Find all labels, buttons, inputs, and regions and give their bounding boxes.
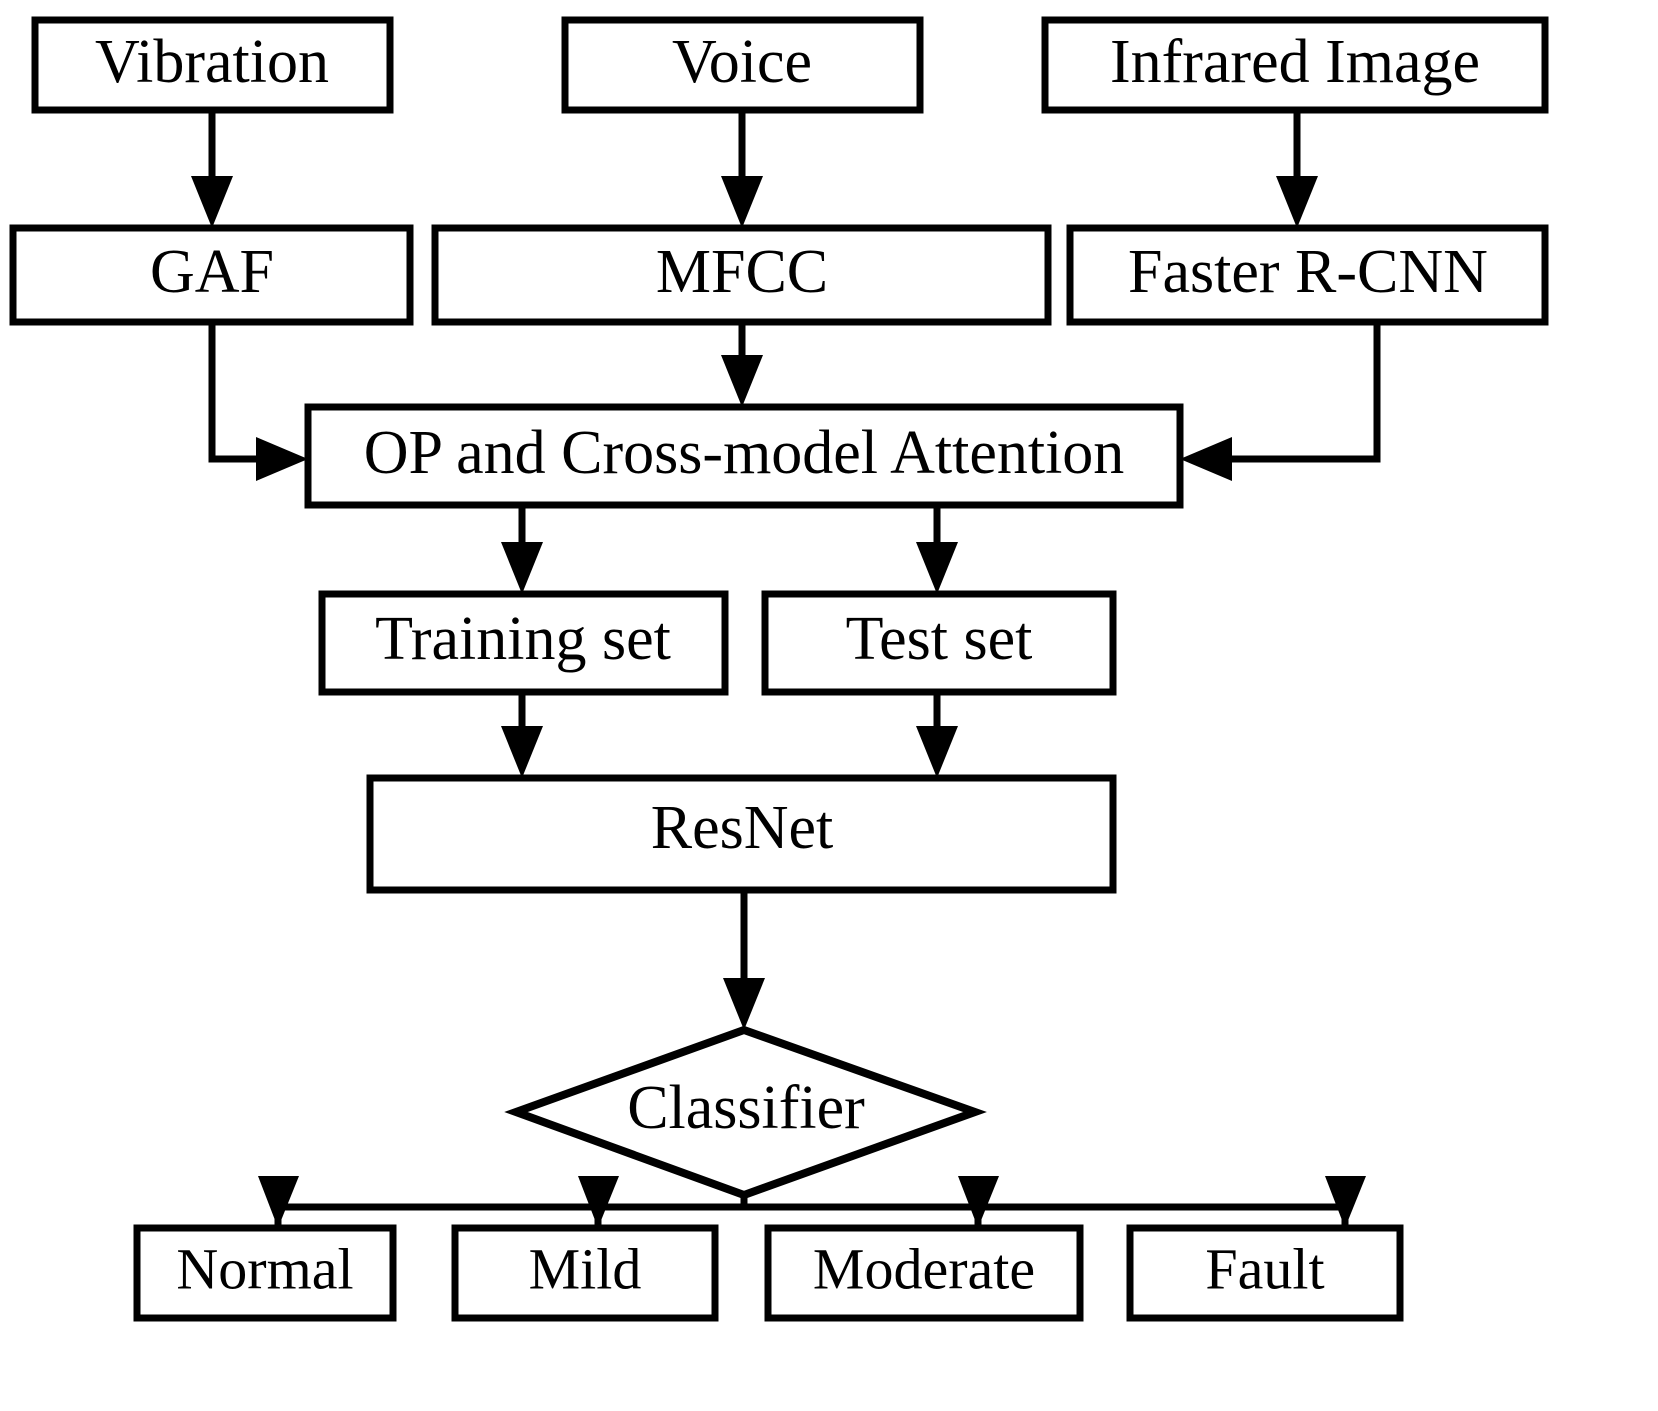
node-label-fault: Fault (1205, 1236, 1324, 1301)
node-shape-rectangle (366, 774, 1117, 894)
edge-faster-rcnn-to-attention (1180, 322, 1381, 481)
node-shape-rectangle (304, 403, 1184, 509)
edge-test-set-to-resnet (916, 692, 958, 778)
node-resnet[interactable]: ResNet (366, 774, 1117, 894)
edge-infrared-to-faster-rcnn (1276, 110, 1318, 228)
node-classifier[interactable]: Classifier (504, 1025, 987, 1200)
node-label-faster-rcnn: Faster R-CNN (1128, 238, 1488, 306)
node-mfcc[interactable]: MFCC (431, 224, 1052, 326)
node-fault[interactable]: Fault (1126, 1224, 1404, 1322)
node-moderate[interactable]: Moderate (764, 1224, 1084, 1322)
edge-line (1228, 322, 1381, 463)
node-shape-rectangle (431, 224, 1052, 326)
arrowhead-right-icon (256, 437, 308, 481)
arrowhead-down-icon (1276, 176, 1318, 228)
node-label-resnet: ResNet (651, 794, 834, 862)
edge-mfcc-to-attention (721, 322, 763, 407)
node-label-voice: Voice (672, 28, 812, 96)
node-shape-rectangle (318, 590, 729, 696)
edge-gaf-to-attention (208, 322, 308, 481)
arrowhead-down-icon (501, 726, 543, 778)
node-vibration[interactable]: Vibration (31, 16, 394, 114)
edge-training-set-to-resnet (501, 692, 543, 778)
arrowhead-down-icon (578, 1176, 619, 1228)
node-shape-rectangle (1126, 1224, 1404, 1322)
arrowhead-down-icon (721, 176, 763, 228)
node-label-mild: Mild (529, 1236, 642, 1301)
arrowhead-down-icon (916, 542, 958, 594)
node-shape-diamond (504, 1025, 987, 1200)
node-label-training-set: Training set (375, 605, 671, 673)
edge-line (208, 322, 262, 463)
edge-attention-to-training-set (501, 505, 543, 594)
node-label-vibration: Vibration (95, 28, 329, 96)
edge-resnet-to-classifier (723, 890, 765, 1030)
node-label-classifier: Classifier (627, 1074, 865, 1142)
arrowhead-down-icon (958, 1176, 999, 1228)
edge-vibration-to-gaf (191, 110, 233, 228)
node-attention[interactable]: OP and Cross-model Attention (304, 403, 1184, 509)
arrowhead-down-icon (721, 355, 763, 407)
node-label-attention: OP and Cross-model Attention (364, 419, 1125, 487)
node-shape-rectangle (31, 16, 394, 114)
node-label-gaf: GAF (150, 238, 274, 306)
edge-attention-to-test-set (916, 505, 958, 594)
arrowhead-down-icon (258, 1176, 299, 1228)
node-shape-rectangle (451, 1224, 719, 1322)
node-label-infrared-image: Infrared Image (1110, 28, 1480, 96)
node-normal[interactable]: Normal (133, 1224, 397, 1322)
edge-voice-to-mfcc (721, 110, 763, 228)
arrowhead-left-icon (1180, 437, 1232, 481)
arrowhead-down-icon (723, 978, 765, 1030)
node-shape-rectangle (761, 590, 1117, 696)
arrowhead-down-icon (191, 176, 233, 228)
node-faster-rcnn[interactable]: Faster R-CNN (1066, 224, 1549, 326)
edge-classifier-bus (278, 1195, 1345, 1211)
arrowhead-down-icon (501, 542, 543, 594)
node-label-test-set: Test set (846, 605, 1033, 673)
node-shape-rectangle (561, 16, 924, 114)
node-shape-rectangle (133, 1224, 397, 1322)
node-label-moderate: Moderate (813, 1236, 1035, 1301)
node-voice[interactable]: Voice (561, 16, 924, 114)
node-label-mfcc: MFCC (656, 238, 828, 306)
node-mild[interactable]: Mild (451, 1224, 719, 1322)
node-infrared-image[interactable]: Infrared Image (1041, 16, 1549, 114)
node-gaf[interactable]: GAF (9, 224, 414, 326)
node-shape-rectangle (764, 1224, 1084, 1322)
node-test-set[interactable]: Test set (761, 590, 1117, 696)
node-shape-rectangle (1041, 16, 1549, 114)
node-training-set[interactable]: Training set (318, 590, 729, 696)
node-label-normal: Normal (176, 1236, 353, 1301)
node-shape-rectangle (1066, 224, 1549, 326)
arrowhead-down-icon (916, 726, 958, 778)
node-shape-rectangle (9, 224, 414, 326)
arrowhead-down-icon (1325, 1176, 1366, 1228)
